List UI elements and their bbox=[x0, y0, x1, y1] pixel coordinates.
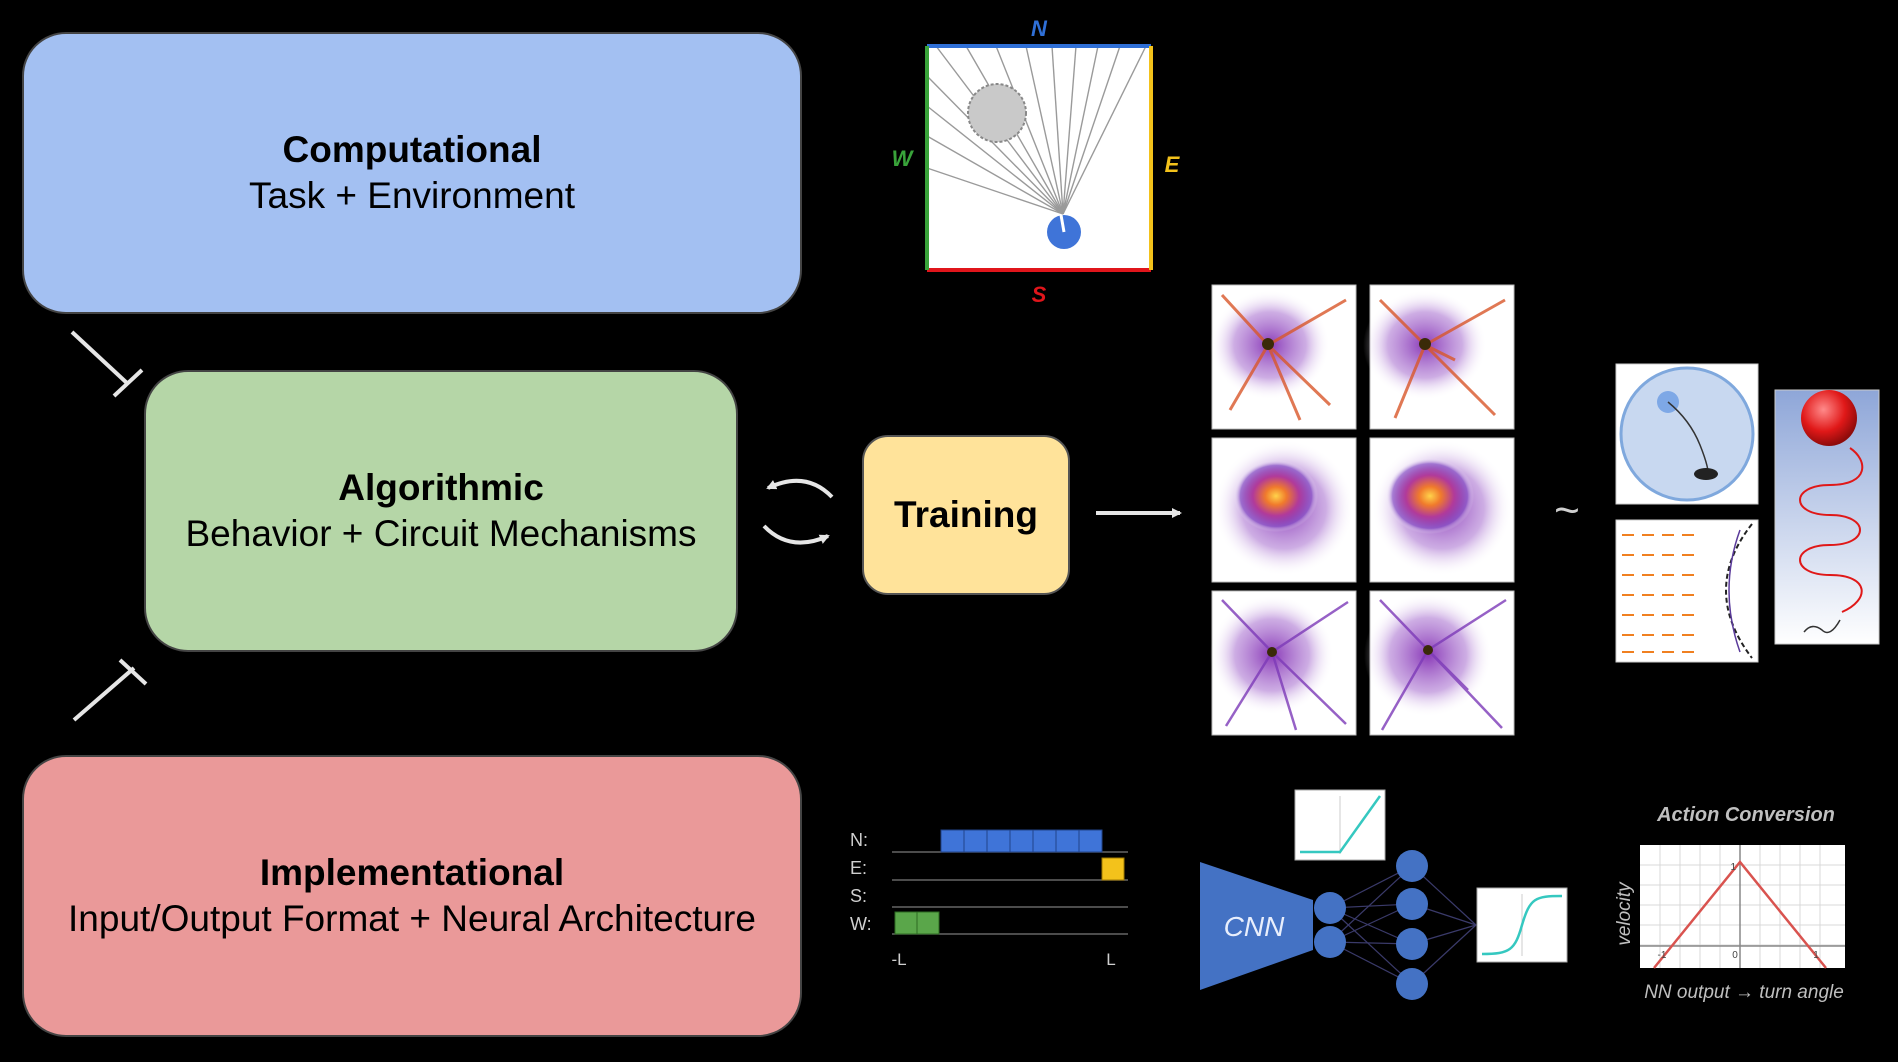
inhibit-connector-top bbox=[70, 330, 144, 398]
heatmap-panel bbox=[1364, 590, 1515, 736]
row-label-e: E: bbox=[850, 858, 867, 878]
algorithmic-box: Algorithmic Behavior + Circuit Mechanism… bbox=[144, 370, 738, 652]
west-activation bbox=[894, 911, 940, 935]
heatmap-panel bbox=[1211, 437, 1357, 583]
training-box: Training bbox=[862, 435, 1070, 595]
label-west: W bbox=[892, 146, 915, 171]
algorithmic-subtitle: Behavior + Circuit Mechanisms bbox=[185, 513, 697, 554]
sensor-encoding: N: E: S: W: -L L bbox=[850, 829, 1128, 969]
label-south: S bbox=[1032, 282, 1047, 307]
x-tick-label: -1 bbox=[1658, 950, 1667, 961]
training-label: Training bbox=[894, 493, 1038, 535]
heatmap-panel bbox=[1210, 284, 1357, 430]
arena-diagram: N S E W bbox=[892, 16, 1181, 307]
approx-symbol: ~ bbox=[1554, 486, 1580, 535]
row-label-w: W: bbox=[850, 914, 872, 934]
sigmoid-plot bbox=[1476, 887, 1568, 963]
cycle-arrow-top bbox=[766, 478, 834, 499]
velocity-curve bbox=[1653, 860, 1827, 969]
hidden-node bbox=[1396, 888, 1428, 920]
relu-plot bbox=[1294, 789, 1386, 861]
hidden-node bbox=[1396, 968, 1428, 1000]
heatmap-panel bbox=[1369, 437, 1515, 583]
y-axis-label: velocity bbox=[1614, 881, 1635, 946]
axis-left-label: -L bbox=[891, 950, 906, 969]
neural-network: CNN bbox=[1200, 789, 1568, 1000]
action-conversion-title: Action Conversion bbox=[1656, 804, 1835, 826]
computational-subtitle: Task + Environment bbox=[249, 175, 575, 216]
y-tick-label: 1 bbox=[1730, 862, 1736, 873]
heatmap-panel bbox=[1210, 590, 1357, 736]
worm-arena-panel bbox=[1615, 363, 1759, 505]
cnn-block bbox=[1200, 862, 1313, 990]
trajectory-heatmaps bbox=[1210, 284, 1515, 736]
implementational-title: Implementational bbox=[259, 851, 565, 893]
row-label-s: S: bbox=[850, 886, 867, 906]
cnn-label: CNN bbox=[1224, 911, 1285, 942]
cycle-arrow-bottom bbox=[762, 524, 830, 545]
x-axis-label: NN output → turn angle bbox=[1644, 982, 1844, 1003]
target-object bbox=[967, 83, 1027, 143]
computational-box: Computational Task + Environment bbox=[22, 32, 802, 314]
implementational-box: Implementational Input/Output Format + N… bbox=[22, 755, 802, 1037]
east-activation bbox=[1101, 857, 1125, 881]
label-east: E bbox=[1165, 152, 1181, 177]
heatmap-panel bbox=[1363, 284, 1515, 430]
hidden-node bbox=[1314, 892, 1346, 924]
hidden-node bbox=[1314, 926, 1346, 958]
north-activation bbox=[940, 829, 1103, 853]
implementational-subtitle: Input/Output Format + Neural Architectur… bbox=[68, 898, 756, 939]
label-north: N bbox=[1031, 16, 1048, 41]
x-tick-label: 0 bbox=[1732, 950, 1738, 961]
hidden-node bbox=[1396, 928, 1428, 960]
row-label-n: N: bbox=[850, 830, 868, 850]
computational-title: Computational bbox=[282, 128, 542, 170]
x-tick-label: 1 bbox=[1813, 950, 1819, 961]
vector-field-panel bbox=[1615, 519, 1759, 663]
hidden-node bbox=[1396, 850, 1428, 882]
axis-right-label: L bbox=[1106, 950, 1115, 969]
action-conversion-plot: Action Conversion 1 -1 0 1 velocity NN o… bbox=[1614, 804, 1845, 1003]
algorithmic-title: Algorithmic bbox=[338, 466, 544, 508]
inhibit-connector-bottom bbox=[72, 658, 148, 722]
chemotaxis-spiral-panel bbox=[1774, 389, 1880, 645]
